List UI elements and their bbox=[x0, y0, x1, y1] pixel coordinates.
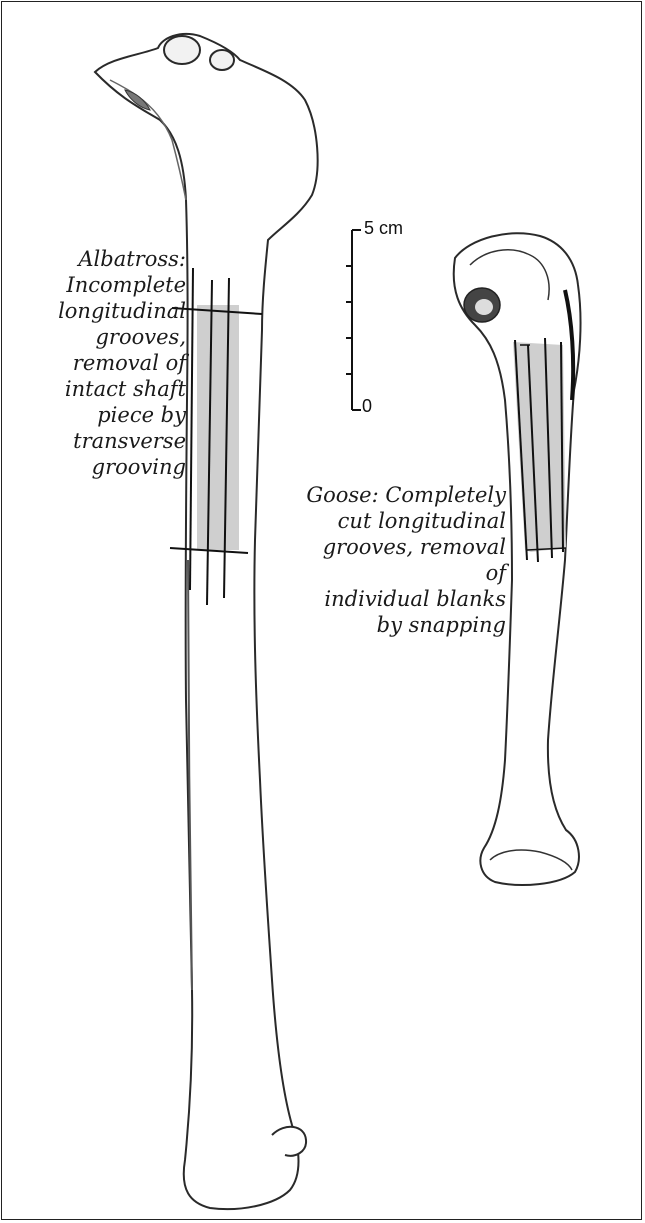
goose-annotation: Goose: Completely cut longitudinal groov… bbox=[296, 482, 506, 638]
albatross-bone bbox=[95, 34, 318, 1209]
albatross-shaded-section bbox=[197, 305, 239, 550]
albatross-bone-outline bbox=[95, 34, 318, 1209]
albatross-head-knob-1 bbox=[164, 36, 200, 64]
albatross-head-knob-2 bbox=[210, 50, 234, 70]
scale-label-0: 0 bbox=[362, 396, 372, 417]
scale-bar bbox=[346, 230, 361, 410]
goose-head-cavity-inner bbox=[475, 299, 493, 315]
albatross-annotation: Albatross: Incomplete longitudinal groov… bbox=[8, 246, 186, 480]
scale-label-5cm: 5 cm bbox=[364, 218, 403, 239]
